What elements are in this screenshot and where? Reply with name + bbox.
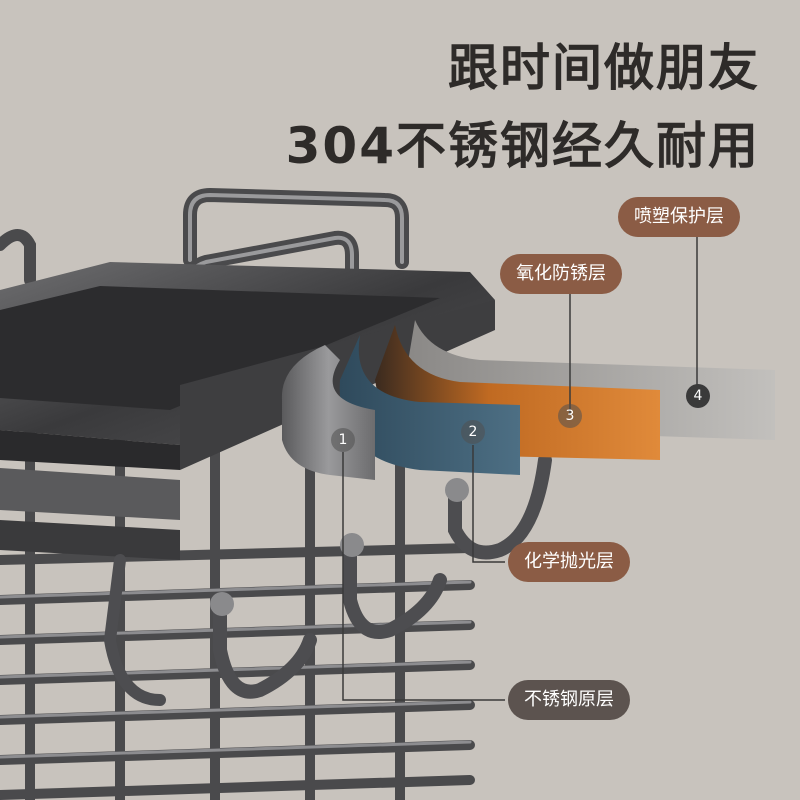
headline-line-2: 304不锈钢经久耐用 xyxy=(285,117,760,175)
hook-knob xyxy=(445,478,469,502)
hook-knob xyxy=(340,533,364,557)
layer-number-2: 2 xyxy=(461,420,485,444)
layer-number-1: 1 xyxy=(331,428,355,452)
label-chemical-polish-layer: 化学抛光层 xyxy=(508,542,630,582)
layer-number-4: 4 xyxy=(686,384,710,408)
label-stainless-base-layer: 不锈钢原层 xyxy=(508,680,630,720)
layer-number-3: 3 xyxy=(558,404,582,428)
headline-line-1: 跟时间做朋友 xyxy=(448,39,760,97)
hooks xyxy=(103,453,552,706)
label-spray-protection-layer: 喷塑保护层 xyxy=(618,197,740,237)
label-oxidation-antirust-layer: 氧化防锈层 xyxy=(500,254,622,294)
hook-knob xyxy=(210,592,234,616)
basket-rod-highlights xyxy=(0,580,472,759)
